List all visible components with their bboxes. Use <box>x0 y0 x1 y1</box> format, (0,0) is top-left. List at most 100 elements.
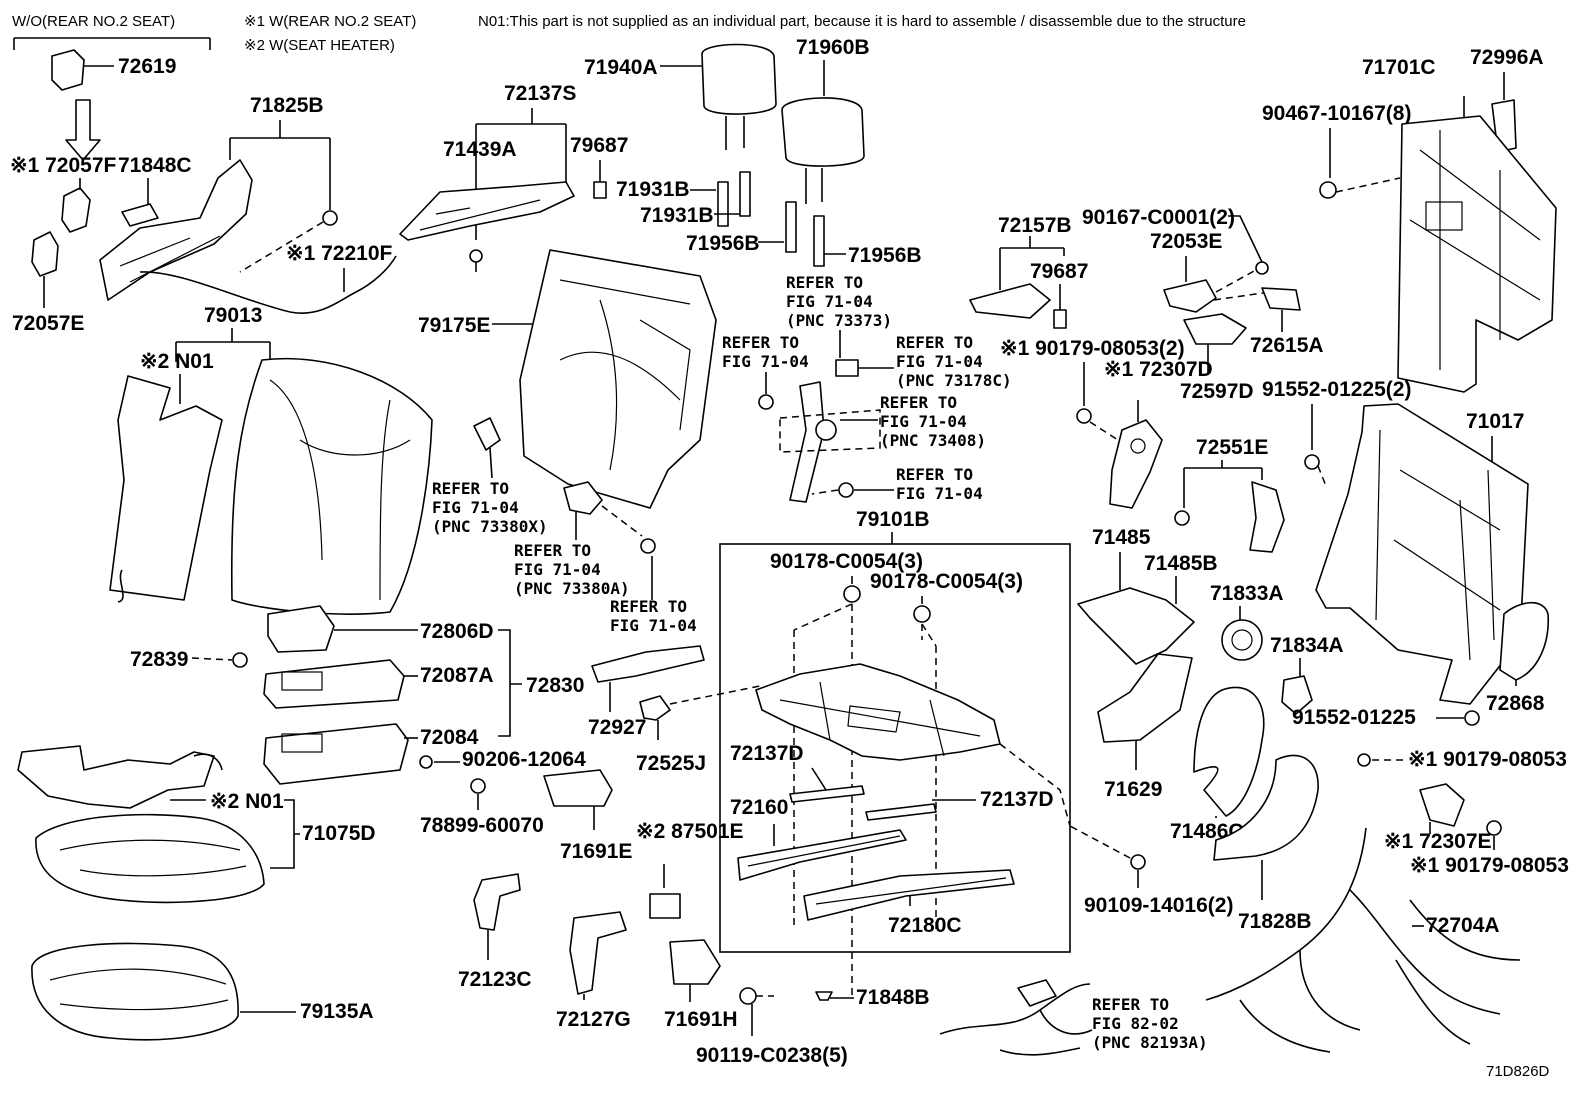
label-71691e: 71691E <box>560 840 632 863</box>
bracket-73373-drawing <box>835 359 859 377</box>
label-71075d: 71075D <box>302 822 376 845</box>
refer-9-line2: FIG 82-02 <box>1092 1014 1179 1033</box>
cover-71691h-drawing <box>669 939 721 985</box>
label-72084: 72084 <box>420 726 479 749</box>
label-71629: 71629 <box>1104 778 1162 801</box>
heater-n01-a-drawing <box>109 375 223 601</box>
refer-5-line1: REFER TO <box>896 465 973 484</box>
label-71940a: 71940A <box>584 56 658 79</box>
recliner-72307e-drawing <box>1419 783 1465 827</box>
label-90179-a: ※1 90179-08053(2) <box>1000 337 1185 360</box>
refer-8-line1: REFER TO <box>610 597 687 616</box>
rail-72180c-drawing <box>803 869 1015 921</box>
label-90206: 90206-12064 <box>462 748 586 771</box>
label-71834a: 71834A <box>1270 634 1344 657</box>
refer-2-line2: FIG 71-04 <box>722 352 809 371</box>
cushion-71075d-drawing <box>35 813 265 904</box>
label-71439a: 71439A <box>443 138 517 161</box>
harness-82193a-drawing <box>939 983 1093 1056</box>
label-79687-a: 79687 <box>570 134 628 157</box>
label-72160: 72160 <box>730 796 788 819</box>
label-n01-b: ※2 N01 <box>210 790 284 813</box>
label-71828b: 71828B <box>1238 910 1312 933</box>
label-72615a: 72615A <box>1250 334 1324 357</box>
label-90467: 90467-10167(8) <box>1262 102 1411 125</box>
label-72127g: 72127G <box>556 1008 631 1031</box>
label-71956b-b: 71956B <box>848 244 922 267</box>
label-71848c: 71848C <box>118 154 192 177</box>
label-90179-b: ※1 90179-08053 <box>1408 748 1567 771</box>
label-71017: 71017 <box>1466 410 1524 433</box>
switch-87501e-drawing <box>649 893 681 919</box>
knob-72597d-drawing <box>1183 313 1247 345</box>
bracket-72619-drawing <box>51 49 85 91</box>
heater-n01-b-drawing <box>17 745 215 809</box>
seatback-cover-79175e-drawing <box>519 249 717 509</box>
label-79013: 79013 <box>204 304 262 327</box>
label-72597d: 72597D <box>1180 380 1254 403</box>
label-72525j: 72525J <box>636 752 706 775</box>
trim-71825b-drawing <box>99 159 253 301</box>
label-72123c: 72123C <box>458 968 532 991</box>
refer-4-line1: REFER TO <box>880 393 957 412</box>
refer-1-line3: (PNC 73373) <box>786 311 892 330</box>
sensor-drawing <box>473 417 501 451</box>
garnish-72137s-drawing <box>399 181 575 241</box>
trim-72123c-drawing <box>473 873 521 931</box>
label-78899: 78899-60070 <box>420 814 544 837</box>
label-71848b: 71848B <box>856 986 930 1009</box>
arrow-drawing <box>65 99 101 161</box>
n01-note: N01:This part is not supplied as an indi… <box>478 13 1246 30</box>
label-72087a: 72087A <box>420 664 494 687</box>
label-72307d: ※1 72307D <box>1104 358 1213 381</box>
refer-4-line2: FIG 71-04 <box>880 412 967 431</box>
label-71691h: 71691H <box>664 1008 738 1031</box>
label-79175e: 79175E <box>418 314 490 337</box>
refer-3-line2: FIG 71-04 <box>896 352 983 371</box>
note-rear-no2-seat: ※1 W(REAR NO.2 SEAT) <box>244 13 416 30</box>
label-71931b-b: 71931B <box>640 204 714 227</box>
label-71701c: 71701C <box>1362 56 1436 79</box>
label-72619: 72619 <box>118 55 176 78</box>
cushion-pad-79135a-drawing <box>31 942 239 1041</box>
rail-72137d-a-drawing <box>789 785 865 803</box>
label-72868: 72868 <box>1486 692 1545 715</box>
label-91552-b: 91552-01225 <box>1292 706 1416 729</box>
note-seat-heater: ※2 W(SEAT HEATER) <box>244 37 395 54</box>
cable-72210f-drawing <box>139 255 397 314</box>
label-71960b: 71960B <box>796 36 870 59</box>
headrest-71960b-drawing <box>781 97 865 167</box>
refer-1-line2: FIG 71-04 <box>786 292 873 311</box>
armrest-72084-drawing <box>263 723 409 785</box>
label-n01-a: ※2 N01 <box>140 350 214 373</box>
cover-72157b-drawing <box>969 283 1051 319</box>
armrest-72087a-drawing <box>263 659 405 709</box>
recliner-72307d-drawing <box>1109 419 1163 509</box>
harness-72704a-drawing <box>1205 827 1521 1053</box>
cover-71485-drawing <box>1077 587 1195 665</box>
rail-72137d-b-drawing <box>865 803 937 821</box>
cup-72806d-drawing <box>267 605 335 653</box>
label-90109: 90109-14016(2) <box>1084 894 1233 917</box>
refer-3-line1: REFER TO <box>896 333 973 352</box>
refer-6-line2: FIG 71-04 <box>432 498 519 517</box>
knob-71833a-drawing <box>1221 619 1263 661</box>
guide-c-drawing <box>785 201 797 253</box>
seat-frame-71017-drawing <box>1315 403 1529 705</box>
knob-71834a-drawing <box>1281 675 1313 715</box>
label-72806d: 72806D <box>420 620 494 643</box>
guide-d-drawing <box>813 215 825 267</box>
label-72137d-a: 72137D <box>730 742 804 765</box>
label-72551e: 72551E <box>1196 436 1268 459</box>
buckle-drawing <box>563 481 603 515</box>
knob-72525j-drawing <box>639 695 671 721</box>
label-71931b-a: 71931B <box>616 178 690 201</box>
refer-7-line2: FIG 71-04 <box>514 560 601 579</box>
trim-72127g-drawing <box>569 911 627 995</box>
label-72157b: 72157B <box>998 214 1072 237</box>
guide-a-drawing <box>717 181 729 227</box>
cover-71691e-drawing <box>543 769 613 807</box>
seatback-pad-79013-drawing <box>230 357 433 615</box>
label-90179-c: ※1 90179-08053 <box>1410 854 1569 877</box>
